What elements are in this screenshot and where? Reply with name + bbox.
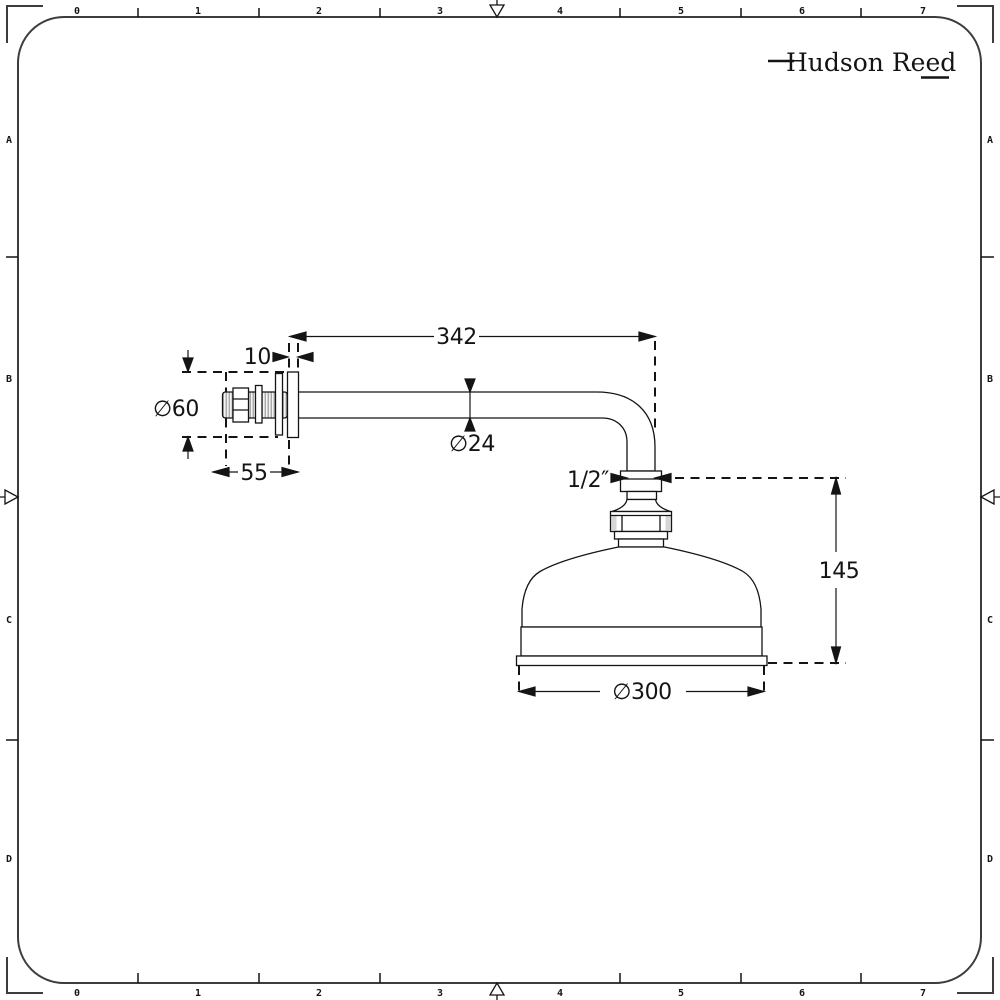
- datum-arrow-left-icon: [0, 488, 20, 506]
- connector-flare: [611, 498, 671, 513]
- datum-arrow-right-icon: [979, 488, 1000, 506]
- logo-text: Hudson Reed: [786, 48, 956, 77]
- ruler-number: 2: [316, 988, 322, 999]
- ruler-letter: B: [6, 374, 12, 385]
- ruler-ticks-right: [981, 256, 994, 741]
- corner-mark-top-right: [957, 5, 994, 43]
- dim-head-height: 145: [819, 475, 860, 666]
- corner-mark-bottom-left: [6, 957, 43, 994]
- arrowhead-right-icon: [272, 351, 291, 363]
- datum-arrow-top-icon: [488, 0, 506, 19]
- connector-neck: [626, 490, 658, 501]
- ruler-letter: C: [6, 615, 12, 626]
- wall-flange-plate: [286, 371, 300, 439]
- shower-head-assembly: [515, 470, 768, 667]
- ruler-letter: A: [987, 135, 993, 146]
- hex-nut: [609, 510, 673, 533]
- dim-label-arm-length: 342: [436, 325, 477, 350]
- ruler-number: 6: [799, 988, 805, 999]
- head-collar-band-1: [613, 530, 669, 540]
- ruler-number: 7: [920, 988, 926, 999]
- arrowhead-down-icon: [830, 646, 842, 666]
- head-bell-dome: [521, 546, 762, 628]
- hex-nut-facets: [610, 514, 672, 532]
- ruler-ticks-left: [6, 256, 18, 741]
- connector-collar: [619, 470, 663, 493]
- back-plate: [274, 372, 284, 436]
- ruler-number: 4: [557, 6, 563, 17]
- ruler-letter: C: [987, 615, 993, 626]
- ruler-number: 7: [920, 6, 926, 17]
- dim-flange-diameter: ∅60: [153, 350, 199, 459]
- ruler-letters-left: A B C D: [6, 135, 12, 865]
- lock-nut-facets: [233, 398, 249, 411]
- construction-lines: [182, 341, 846, 697]
- ruler-number: 1: [195, 6, 201, 17]
- arrowhead-left-icon: [652, 472, 672, 484]
- dim-wall-fitting-length: 55: [210, 461, 301, 486]
- drawing-frame: [17, 16, 982, 984]
- ruler-letter: B: [987, 374, 993, 385]
- hex-nut-shade-left: [611, 516, 617, 531]
- ruler-number: 3: [437, 988, 443, 999]
- arrowhead-right-icon: [610, 472, 630, 484]
- dim-connector-size: 1/2″: [567, 468, 672, 493]
- logo: Hudson Reed: [768, 48, 956, 79]
- dim-label-flange-diameter: ∅60: [153, 397, 199, 422]
- arrowhead-down-icon: [182, 357, 194, 374]
- arrowhead-right-icon: [638, 331, 658, 342]
- head-rim-band: [520, 626, 763, 657]
- arrowhead-left-icon: [287, 331, 307, 342]
- ruler-number: 4: [557, 988, 563, 999]
- arrowhead-left-icon: [210, 466, 230, 478]
- arrowhead-right-icon: [281, 466, 301, 478]
- arrowhead-right-icon: [747, 686, 767, 697]
- corner-mark-bottom-right: [957, 957, 994, 994]
- ruler-letter: A: [6, 135, 12, 146]
- ruler-letter: D: [987, 854, 993, 865]
- corner-mark-top-left: [6, 5, 43, 43]
- dim-label-arm-diameter: ∅24: [449, 432, 495, 457]
- shower-arm-tube: [296, 391, 656, 472]
- dim-label-head-height: 145: [819, 559, 860, 584]
- dim-label-head-diameter: ∅300: [612, 680, 672, 705]
- ruler-letters-right: A B C D: [987, 135, 993, 865]
- ruler-number: 5: [678, 988, 684, 999]
- ruler-number: 3: [437, 6, 443, 17]
- dim-arm-length: 342: [287, 325, 658, 350]
- ruler-number: 0: [74, 6, 80, 17]
- arrowhead-down-icon: [464, 378, 476, 394]
- dimension-annotations: 342 10 ∅60 55 ∅24: [153, 325, 860, 705]
- ruler-number: 5: [678, 6, 684, 17]
- ruler-ticks-bottom: [137, 973, 862, 983]
- dim-arm-diameter: ∅24: [449, 378, 495, 457]
- dim-label-connector-size: 1/2″: [567, 468, 609, 493]
- ruler-number: 2: [316, 6, 322, 17]
- arrowhead-up-icon: [182, 435, 194, 452]
- lock-nut: [232, 387, 250, 423]
- ruler-ticks-top: [137, 8, 862, 17]
- head-collar-band-2: [617, 538, 665, 548]
- shower-arm-assembly: [221, 371, 656, 472]
- ruler-numbers-bottom: 0 1 2 3 4 5 6 7: [74, 988, 926, 999]
- hex-nut-shade-right: [665, 516, 671, 531]
- dim-head-diameter: ∅300: [516, 680, 767, 705]
- dim-label-flange-thickness: 10: [244, 345, 271, 370]
- arrowhead-left-icon: [516, 686, 536, 697]
- arrowhead-up-icon: [464, 416, 476, 432]
- ruler-number: 6: [799, 6, 805, 17]
- ruler-number: 0: [74, 988, 80, 999]
- ruler-number: 1: [195, 988, 201, 999]
- dim-flange-thickness: 10: [244, 345, 314, 370]
- ruler-letter: D: [6, 854, 12, 865]
- dim-label-wall-fitting-length: 55: [240, 461, 267, 486]
- arrowhead-left-icon: [295, 351, 314, 363]
- datum-arrow-bottom-icon: [488, 981, 506, 1000]
- head-rim-lip: [515, 655, 768, 667]
- ruler-numbers-top: 0 1 2 3 4 5 6 7: [74, 6, 926, 17]
- washer: [254, 384, 263, 424]
- arrowhead-up-icon: [830, 475, 842, 495]
